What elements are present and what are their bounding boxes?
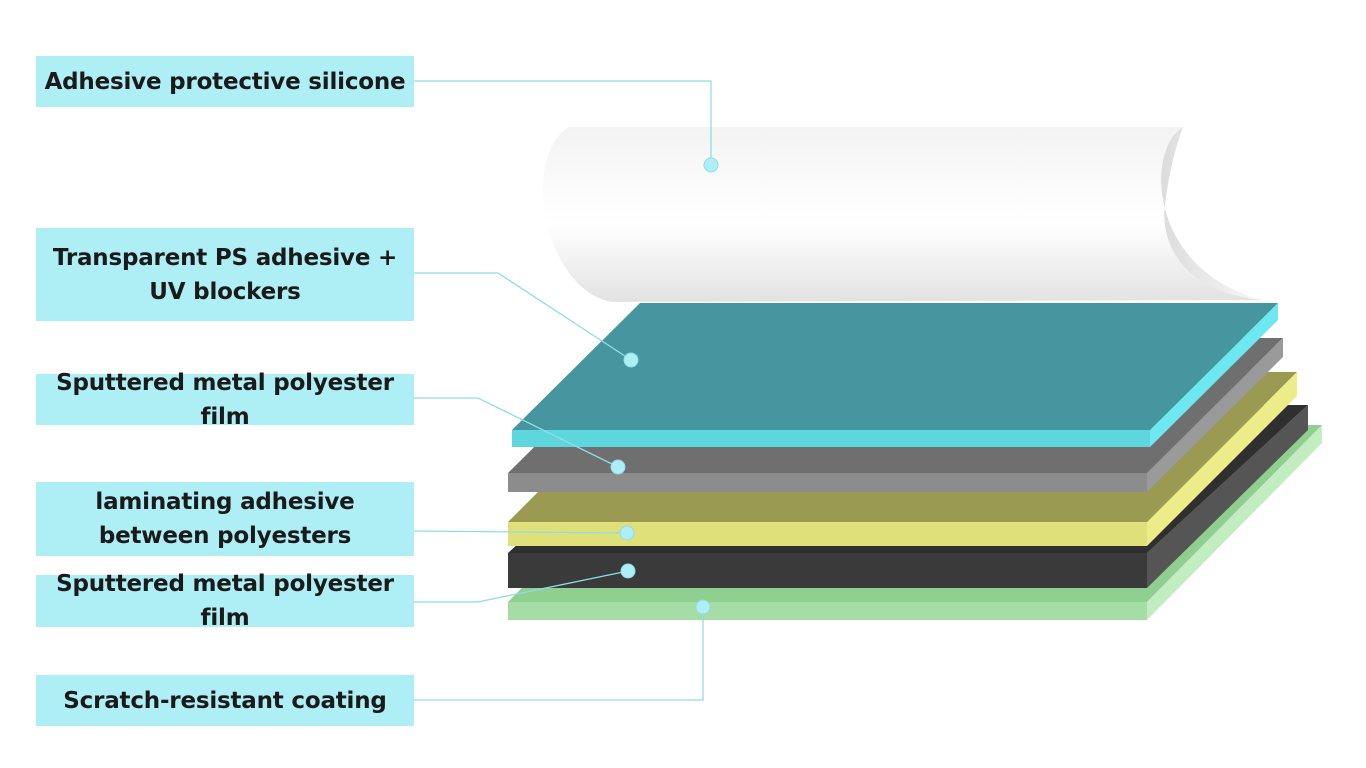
leader-line-silicone	[414, 80, 712, 165]
label-scratch-coating-text: Scratch-resistant coating	[63, 687, 387, 714]
marker-dot-silicone	[703, 157, 719, 173]
label-silicone: Adhesive protective silicone	[36, 56, 414, 107]
label-ps-adhesive: Transparent PS adhesive + UV blockers	[36, 228, 414, 321]
marker-dots	[610, 157, 719, 615]
ps-adhesive-layer	[512, 303, 1278, 447]
marker-dot-laminating	[619, 525, 635, 541]
label-metal-film-top: Sputtered metal polyester film	[36, 370, 414, 430]
leader-line-laminating	[413, 530, 628, 534]
marker-dot-metal-film-top	[610, 459, 626, 475]
label-metal-film-top-text: Sputtered metal polyester film	[56, 369, 394, 430]
label-laminating: laminating adhesive between polyesters	[36, 482, 414, 556]
leader-line-metal-film-bottom	[414, 570, 629, 603]
label-ps-adhesive-line1: Transparent PS adhesive +	[52, 244, 398, 271]
label-silicone-text: Adhesive protective silicone	[44, 68, 406, 95]
leader-lines	[413, 80, 712, 701]
label-scratch-coating: Scratch-resistant coating	[36, 675, 414, 726]
label-metal-film-bottom-text: Sputtered metal polyester film	[56, 571, 394, 631]
leader-line-scratch-coating	[414, 607, 704, 701]
leader-line-ps-adhesive	[414, 272, 632, 361]
leader-line-metal-film-top	[414, 397, 619, 468]
marker-dot-metal-film-bottom	[620, 563, 636, 579]
label-laminating-line1: laminating adhesive	[95, 489, 355, 515]
marker-dot-ps-adhesive	[623, 352, 639, 368]
label-ps-adhesive-line2: UV blockers	[149, 278, 301, 305]
marker-dot-scratch-coating	[695, 599, 711, 615]
silicone-layer	[543, 127, 1262, 302]
label-metal-film-bottom: Sputtered metal polyester film	[36, 571, 414, 631]
label-laminating-line2: between polyesters	[98, 523, 352, 549]
